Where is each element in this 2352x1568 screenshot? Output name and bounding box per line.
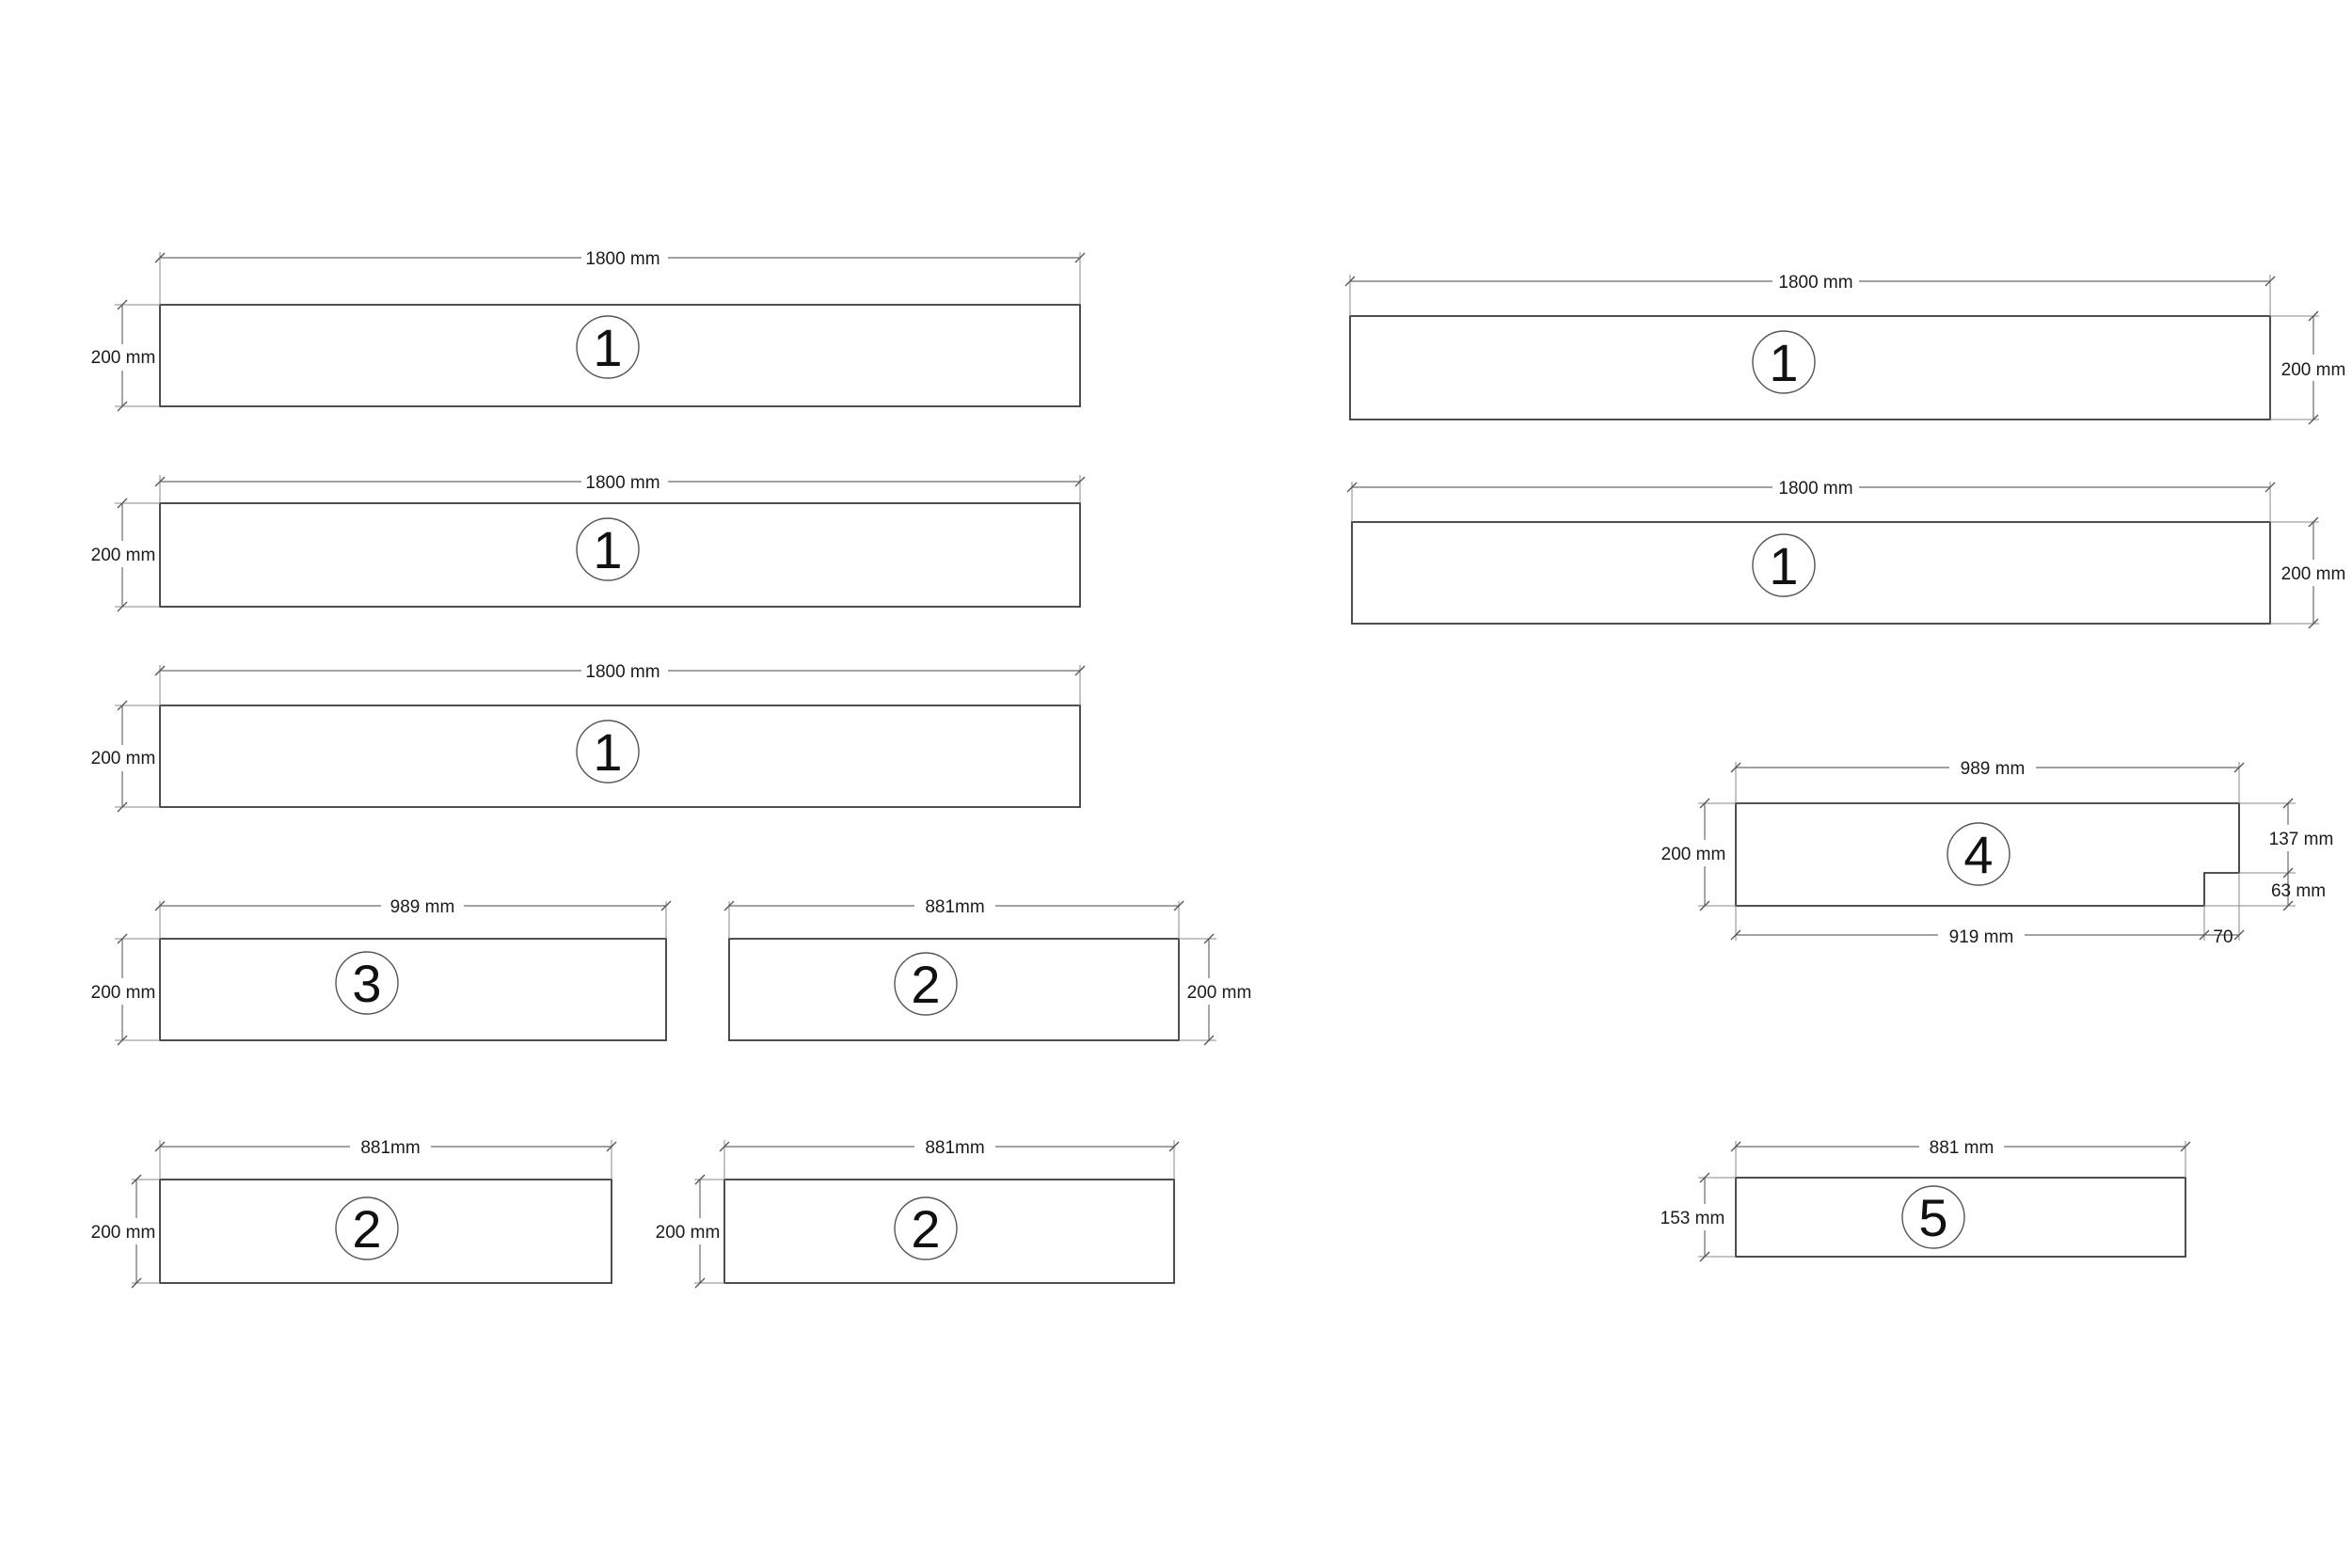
width-dimension: 1800 mm — [585, 249, 660, 269]
height-dimension: 200 mm — [91, 1223, 156, 1243]
height-dimension: 153 mm — [1661, 1209, 1725, 1228]
width-dimension: 881mm — [360, 1138, 420, 1158]
height-dimension: 200 mm — [91, 546, 156, 565]
panel-1-e: 1800 mm 200 mm 1 — [1346, 479, 2346, 629]
panel-5: 881 mm 153 mm 5 — [1661, 1138, 2191, 1262]
width-dimension: 1800 mm — [1778, 479, 1852, 499]
height-dimension: 200 mm — [91, 348, 156, 368]
part-number: 2 — [911, 1199, 940, 1259]
part-number: 1 — [593, 318, 622, 377]
height-dimension: 200 mm — [2281, 564, 2346, 584]
panel-2-c: 881mm 200 mm 2 — [656, 1138, 1180, 1289]
width-dimension: 989 mm — [390, 897, 455, 917]
panel-1-b: 1800 mm 200 mm 1 — [91, 473, 1086, 612]
upper-height-dimension: 137 mm — [2269, 830, 2334, 849]
balloon-circle — [1752, 330, 1816, 394]
part-number: 2 — [352, 1199, 381, 1259]
panel-3: 989 mm 200 mm 3 — [91, 897, 672, 1046]
panel-4: 989 mm 200 mm 919 mm 70 137 mm 63 mm 4 — [1661, 759, 2334, 947]
width-dimension: 881mm — [925, 897, 984, 917]
balloon-circle — [576, 720, 640, 784]
panel-1-c: 1800 mm 200 mm 1 — [91, 662, 1086, 813]
part-number: 3 — [352, 954, 381, 1013]
balloon-circle — [335, 1196, 399, 1260]
balloon-circle — [335, 951, 399, 1015]
part-number: 5 — [1918, 1188, 1947, 1247]
notch-width-dimension: 70 — [2213, 927, 2233, 947]
balloon-circle — [1752, 533, 1816, 597]
height-dimension: 200 mm — [91, 983, 156, 1003]
balloon-circle — [1947, 822, 2010, 886]
balloon-circle — [576, 315, 640, 379]
height-dimension: 200 mm — [1661, 845, 1726, 864]
balloon-circle — [894, 952, 958, 1016]
part-number: 1 — [1769, 536, 1798, 595]
notch-height-dimension: 63 mm — [2271, 881, 2326, 901]
part-number: 1 — [1769, 333, 1798, 392]
bottom-length-dimension: 919 mm — [1949, 927, 2014, 947]
balloon-circle — [1901, 1185, 1965, 1249]
height-dimension: 200 mm — [91, 749, 156, 768]
width-dimension: 881 mm — [1930, 1138, 1994, 1158]
width-dimension: 989 mm — [1961, 759, 2026, 779]
balloon-circle — [894, 1196, 958, 1260]
width-dimension: 1800 mm — [585, 662, 660, 682]
part-number: 1 — [593, 520, 622, 579]
height-dimension: 200 mm — [1187, 983, 1252, 1003]
height-dimension: 200 mm — [656, 1223, 721, 1243]
panel-1-a: 1800 mm 200 mm 1 — [91, 249, 1086, 412]
part-number: 2 — [911, 955, 940, 1014]
panel-2-b: 881mm 200 mm 2 — [91, 1138, 617, 1289]
width-dimension: 881mm — [925, 1138, 984, 1158]
part-number: 4 — [1963, 825, 1993, 884]
panel-1-d: 1800 mm 200 mm 1 — [1344, 273, 2346, 425]
balloon-circle — [576, 517, 640, 581]
part-number: 1 — [593, 722, 622, 782]
width-dimension: 1800 mm — [1778, 273, 1852, 293]
panel-2-a: 881mm 200 mm 2 — [723, 897, 1252, 1046]
width-dimension: 1800 mm — [585, 473, 660, 493]
height-dimension: 200 mm — [2281, 360, 2346, 380]
